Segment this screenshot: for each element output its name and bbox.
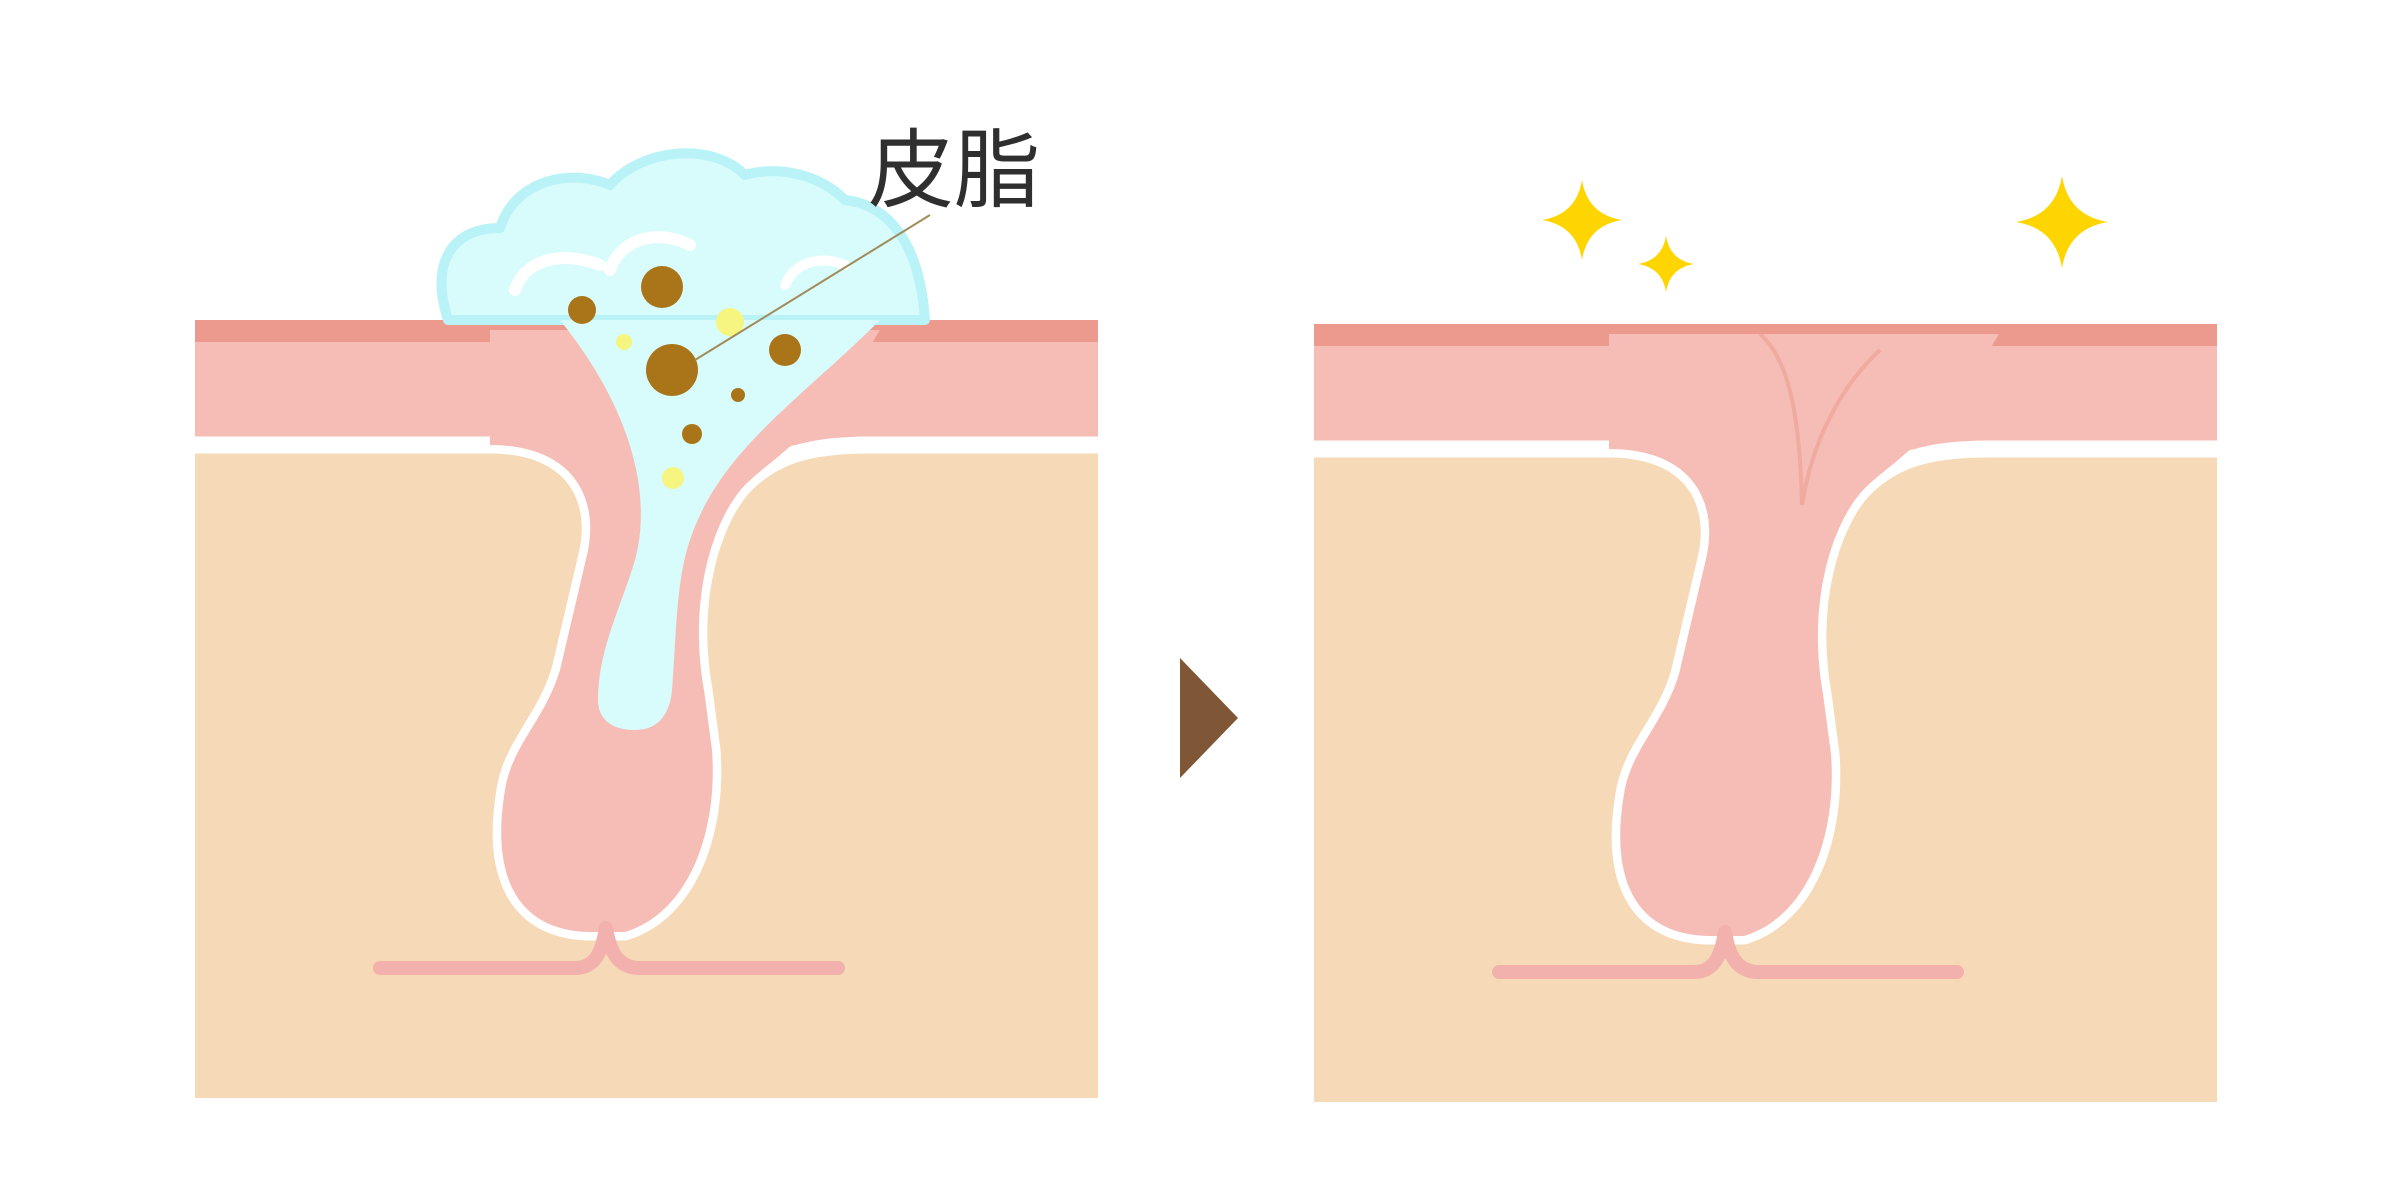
- sparkle-icon: [2016, 176, 2108, 268]
- sebum-label: 皮脂: [868, 121, 1040, 221]
- panel-before: 皮脂: [195, 121, 1098, 1098]
- triangle-right-arrow-icon: [1180, 658, 1238, 778]
- sparkle-icon: [1638, 236, 1694, 292]
- closed-pore-seam: [1758, 332, 1882, 506]
- sebum-particles: [568, 266, 801, 489]
- skin-cross-section-after: [1314, 324, 2217, 1102]
- sparkles: [1542, 176, 2108, 292]
- foam-in-pore: [560, 320, 880, 730]
- sparkle-icon: [1542, 180, 1622, 260]
- foam-cloud: [436, 148, 930, 325]
- sebum-pointer-line: [694, 214, 931, 361]
- panel-after: [1314, 176, 2217, 1102]
